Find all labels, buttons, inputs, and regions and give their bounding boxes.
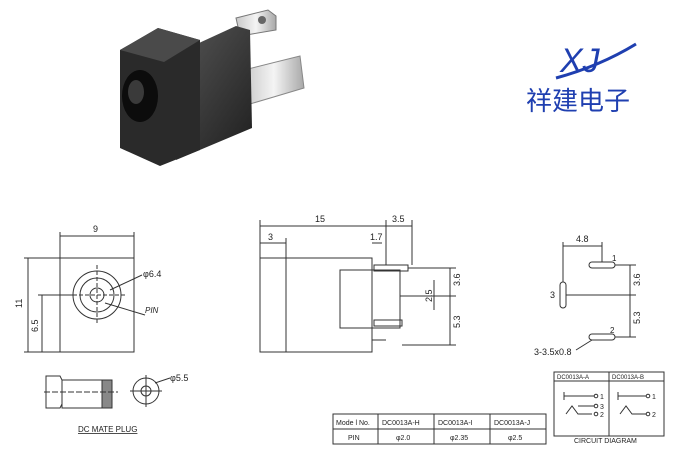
front-height-dim: 11 <box>14 299 24 308</box>
side-tab-dim: 3.5 <box>392 214 405 224</box>
side-length-dim: 15 <box>315 214 325 224</box>
front-hole-dim: φ6.4 <box>143 269 161 279</box>
front-width-dim: 9 <box>93 224 98 234</box>
circuit-b-node2: 2 <box>652 412 656 419</box>
pin-layout-pin2: 2 <box>610 326 615 335</box>
mate-plug-drawing <box>44 375 171 409</box>
circuit-diagram <box>553 371 665 437</box>
pin-layout-slot-dim: 3-3.5x0.8 <box>534 347 572 357</box>
table-header-model: Mode l No. <box>336 420 370 427</box>
pin-layout-bottom-dim: 5.3 <box>632 311 642 324</box>
product-photo <box>120 9 305 166</box>
circuit-a-node1: 1 <box>600 394 604 401</box>
plug-label: DC MATE PLUG <box>78 425 137 434</box>
pin-size-table <box>332 413 547 445</box>
metal-tab-right <box>243 55 305 105</box>
front-view-drawing <box>24 232 146 353</box>
circuit-b-node1: 1 <box>652 394 656 401</box>
table-cell-pin: PIN <box>348 435 360 442</box>
front-pin-label: PIN <box>145 306 159 315</box>
pin-layout-pin1: 1 <box>612 254 617 263</box>
table-header-j: DC0013A-J <box>494 420 530 427</box>
company-name: 祥建电子 <box>526 87 630 117</box>
side-step-dim: 1.7 <box>370 232 383 242</box>
pin-layout-drawing <box>559 242 636 351</box>
table-cell-j: φ2.5 <box>508 435 522 442</box>
circuit-a-node3: 3 <box>600 404 604 411</box>
circuit-title: CIRCUIT DIAGRAM <box>574 438 637 445</box>
pin-layout-width-dim: 4.8 <box>576 234 589 244</box>
circuit-a-node2: 2 <box>600 412 604 419</box>
brand-logo: XJ 祥建电子 <box>526 42 637 117</box>
table-header-i: DC0013A-I <box>438 420 473 427</box>
side-pin-top-dim: 3.6 <box>452 273 462 286</box>
front-center-dim: 6.5 <box>30 319 40 332</box>
table-cell-i: φ2.35 <box>450 435 468 442</box>
table-header-h: DC0013A-H <box>382 420 420 427</box>
circuit-col-b: DC0013A-B <box>612 375 644 381</box>
side-pin-bottom-dim: 5.3 <box>452 315 462 328</box>
side-front-dim: 3 <box>268 232 273 242</box>
plug-dia-dim: φ5.5 <box>170 373 188 383</box>
table-cell-h: φ2.0 <box>396 435 410 442</box>
side-view-drawing <box>259 220 456 353</box>
pin-layout-pin3: 3 <box>550 290 555 300</box>
circuit-col-a: DC0013A-A <box>557 375 589 381</box>
connector-face <box>120 28 200 166</box>
side-pin-mid-dim: 2.5 <box>424 289 434 302</box>
pin-layout-top-dim: 3.6 <box>632 273 642 286</box>
